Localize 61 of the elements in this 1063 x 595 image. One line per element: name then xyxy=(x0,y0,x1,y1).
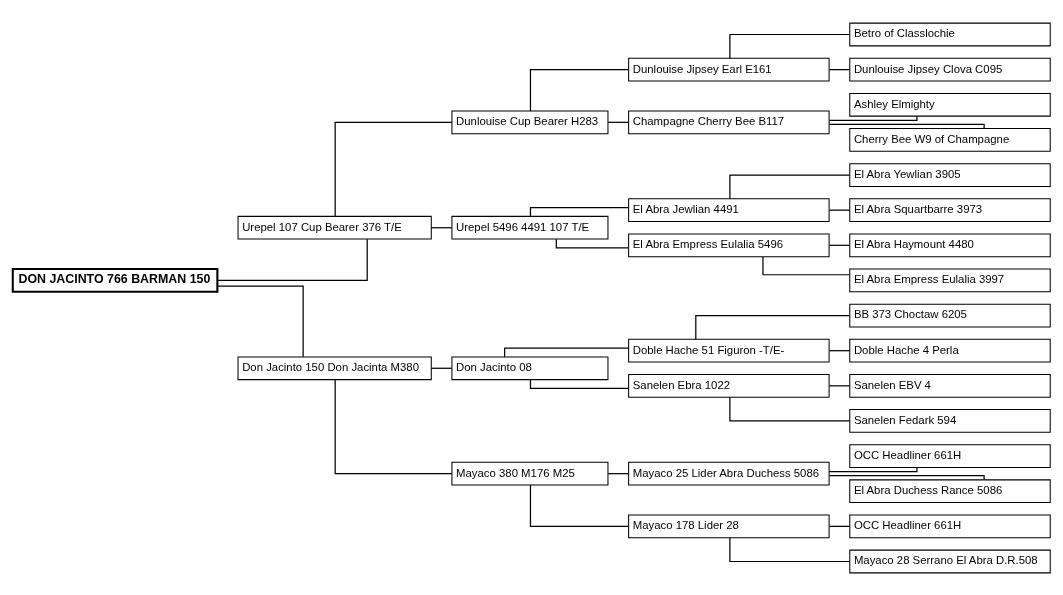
node-box: Dunlouise Jipsey Clova C095 xyxy=(849,57,1051,81)
node-box: Mayaco 380 M176 M25 xyxy=(451,461,609,486)
connector xyxy=(828,209,851,211)
connector xyxy=(729,536,851,562)
node-box: Don Jacinto 08 xyxy=(451,355,609,380)
connector xyxy=(729,33,851,59)
node-box: Doble Hache 4 Perla xyxy=(849,338,1051,363)
connector xyxy=(729,173,851,199)
node-box: El Abra Duchess Rance 5086 xyxy=(849,478,1051,503)
node-box: Betro of Classlochie xyxy=(849,22,1051,46)
node-box: Sanelen Ebra 1022 xyxy=(628,373,830,398)
connector xyxy=(334,378,453,474)
node-box: El Abra Yewlian 3905 xyxy=(849,162,1051,187)
connector xyxy=(828,474,985,480)
connector xyxy=(607,472,630,474)
connector xyxy=(529,484,630,527)
connector xyxy=(729,396,851,422)
node-box: El Abra Jewlian 4491 xyxy=(628,197,830,222)
node-box: Dunlouise Cup Bearer H283 xyxy=(451,109,609,134)
node-box: OCC Headliner 661H xyxy=(849,443,1051,468)
node-box: El Abra Empress Eulalia 5496 xyxy=(628,232,830,257)
node-box: DON JACINTO 766 BARMAN 150 xyxy=(11,267,219,293)
node-box: OCC Headliner 661H xyxy=(849,514,1051,538)
node-box: Sanelen Fedark 594 xyxy=(849,408,1051,433)
node-box: Cherry Bee W9 of Champagne xyxy=(849,127,1051,152)
node-box: Urepel 107 Cup Bearer 376 T/E xyxy=(237,215,432,240)
connector xyxy=(217,285,304,357)
connector xyxy=(504,347,630,357)
connector xyxy=(762,255,851,275)
connector xyxy=(828,525,851,527)
connector xyxy=(334,121,453,217)
node-box: Mayaco 178 Lider 28 xyxy=(628,514,830,538)
connector xyxy=(529,378,630,389)
connector xyxy=(555,238,630,248)
connector xyxy=(828,384,851,386)
node-box: Mayaco 28 Serrano El Abra D.R.508 xyxy=(849,549,1051,573)
connector xyxy=(695,314,851,340)
connector xyxy=(828,466,918,472)
connector xyxy=(828,244,851,246)
connector xyxy=(430,367,453,369)
node-box: El Abra Empress Eulalia 3997 xyxy=(849,268,1051,292)
connector xyxy=(430,226,453,228)
connector xyxy=(607,121,630,123)
node-box: BB 373 Choctaw 6205 xyxy=(849,303,1051,327)
connector xyxy=(828,115,918,121)
connector xyxy=(217,238,368,281)
node-box: Doble Hache 51 Figuron -T/E- xyxy=(628,338,830,363)
node-box: Ashley Elmighty xyxy=(849,92,1051,117)
node-box: El Abra Squartbarre 3973 xyxy=(849,197,1051,222)
node-box: Mayaco 25 Lider Abra Duchess 5086 xyxy=(628,461,830,486)
node-box: Don Jacinto 150 Don Jacinta M380 xyxy=(237,355,432,380)
node-box: Sanelen EBV 4 xyxy=(849,373,1051,398)
connector xyxy=(828,123,985,129)
connector xyxy=(529,68,630,111)
connector xyxy=(828,349,851,351)
node-box: Urepel 5496 4491 107 T/E xyxy=(451,215,609,240)
connector xyxy=(529,206,630,217)
connector xyxy=(828,68,851,70)
node-box: El Abra Haymount 4480 xyxy=(849,232,1051,257)
node-box: Dunlouise Jipsey Earl E161 xyxy=(628,57,830,81)
node-box: Champagne Cherry Bee B117 xyxy=(628,109,830,134)
